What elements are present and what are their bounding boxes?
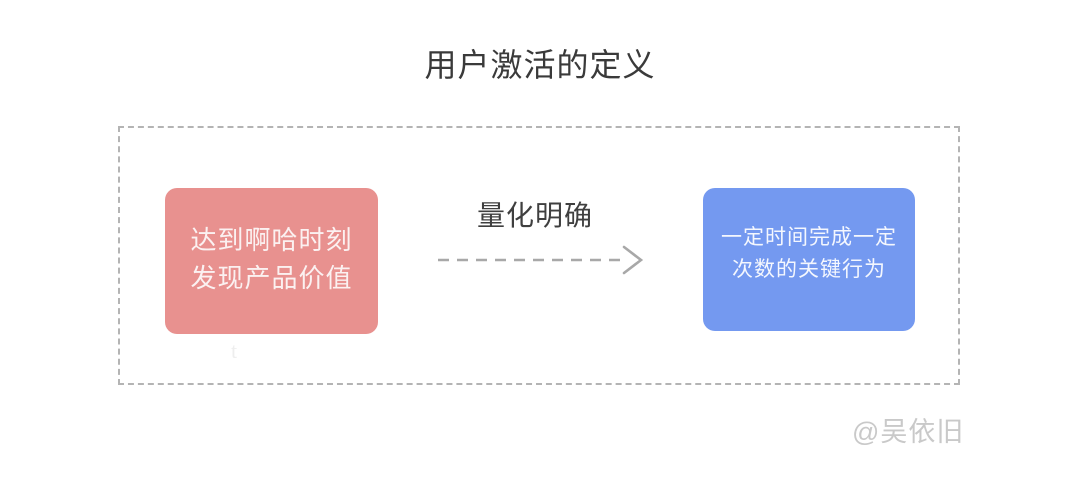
node-aha-moment[interactable]: 达到啊哈时刻 发现产品价值 [165, 188, 378, 334]
node-aha-moment-line-1: 达到啊哈时刻 [190, 225, 353, 255]
node-key-behavior-line-2: 次数的关键行为 [732, 257, 886, 281]
dashed-arrow-icon [438, 245, 644, 275]
watermark: @吴依旧 [852, 417, 965, 447]
dashed-container [118, 126, 960, 385]
stray-glyph-artifact: t [231, 338, 238, 363]
connector-label: 量化明确 [476, 200, 593, 231]
page-title: 用户激活的定义 [424, 47, 656, 83]
node-key-behavior-line-1: 一定时间完成一定 [721, 225, 897, 249]
node-key-behavior[interactable]: 一定时间完成一定 次数的关键行为 [703, 188, 915, 331]
node-aha-moment-line-2: 发现产品价值 [190, 263, 353, 293]
